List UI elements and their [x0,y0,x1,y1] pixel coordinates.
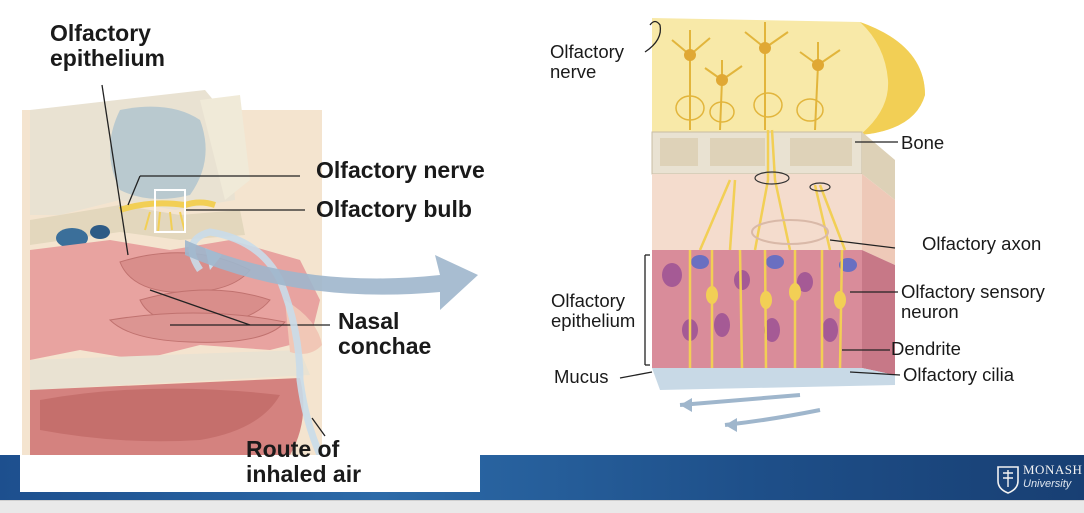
label-olfactory-cilia: Olfactory cilia [903,364,1015,385]
label-olfactory-bulb: Olfactory bulb [316,196,472,222]
bottom-bar [0,500,1084,513]
label-route-of-inhaled-air: Route of inhaled air [246,436,362,487]
logo-subtitle: University [1023,478,1072,490]
label-olfactory-nerve-right: Olfactory nerve [550,41,625,82]
label-olfactory-sensory-neuron: Olfactory sensory neuron [901,281,1045,322]
label-nasal-conchae: Nasal conchae [338,308,432,359]
label-olfactory-epithelium-right: Olfactory epithelium [551,290,636,331]
monash-crest-icon [997,466,1019,494]
label-olfactory-epithelium-left: Olfactory epithelium [50,20,166,71]
label-dendrite: Dendrite [891,338,961,359]
caption-box [20,455,480,492]
label-bone: Bone [901,132,945,153]
label-olfactory-nerve-left: Olfactory nerve [316,157,485,183]
label-mucus: Mucus [554,366,609,387]
logo-name: MONASH [1023,462,1083,477]
label-olfactory-axon: Olfactory axon [922,233,1042,254]
